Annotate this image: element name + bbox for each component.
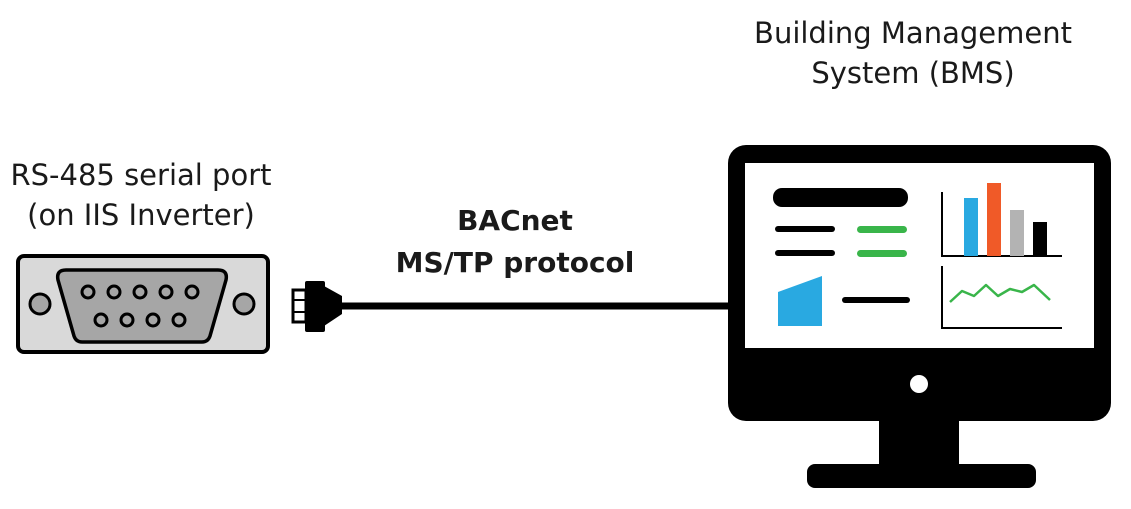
mounting-hole-right [232,292,256,316]
pin [132,284,148,300]
line-chart-series [949,283,1051,303]
screen-text-line [775,226,835,232]
bar-chart-icon [941,183,1062,257]
power-button-icon [910,375,928,393]
connector-face [55,268,229,344]
bms-label-line2: System (BMS) [811,56,1015,90]
house-icon [778,276,822,326]
db9-connector-icon [16,254,270,354]
serial-port-label-line2: (on IIS Inverter) [27,198,255,232]
line-chart-icon [941,266,1062,329]
serial-port-label-line1: RS-485 serial port [10,158,272,192]
pin [145,312,161,328]
pin [106,284,122,300]
bar-orange [987,183,1001,256]
pin [119,312,135,328]
mounting-hole-left [28,292,52,316]
screen-status-green [857,226,907,233]
plug-boot [324,286,342,326]
bar-black [1033,222,1047,256]
line-chart-axes [941,266,1062,329]
pin [184,284,200,300]
pin [93,312,109,328]
bar-gray [1010,210,1024,256]
serial-port-label: RS-485 serial port (on IIS Inverter) [0,155,282,235]
pin [158,284,174,300]
monitor-icon [728,145,1111,488]
bms-label: Building Management System (BMS) [728,13,1098,93]
screen-status-green [857,250,907,257]
pin [80,284,96,300]
protocol-label-line2: MS/TP protocol [395,246,635,279]
monitor-neck [879,420,959,464]
bms-label-line1: Building Management [754,16,1072,50]
cable-plug-icon [291,281,342,332]
bar-blue [964,198,978,256]
plug-prongs [291,288,308,324]
screen-title-bar [773,188,908,207]
screen-text-line [842,297,910,303]
plug-body [305,281,325,332]
monitor-stand [807,464,1036,488]
protocol-label: BACnet MS/TP protocol [380,200,650,284]
connector-pins [80,284,200,328]
protocol-label-line1: BACnet [457,204,573,237]
pin [171,312,187,328]
screen-text-line [775,250,835,256]
